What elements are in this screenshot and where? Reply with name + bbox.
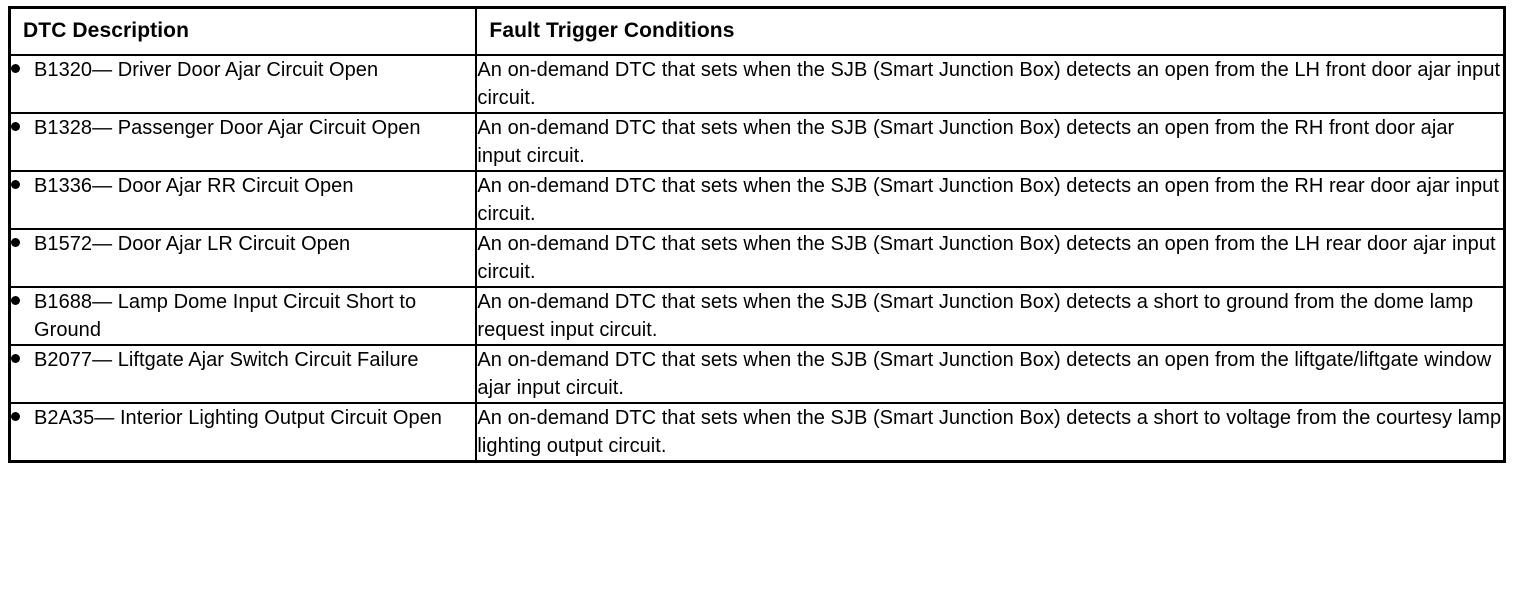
cell-fault-trigger-condition: An on-demand DTC that sets when the SJB …: [476, 171, 1505, 230]
column-header-dtc-description-label: DTC Description: [23, 19, 190, 42]
table-row: B1320— Driver Door Ajar Circuit Open An …: [9, 55, 1505, 114]
column-header-fault-trigger-conditions-label: Fault Trigger Conditions: [489, 19, 735, 42]
cell-dtc-description: B1688— Lamp Dome Input Circuit Short to …: [9, 287, 478, 346]
dtc-description-text: B1688— Lamp Dome Input Circuit Short to …: [34, 291, 417, 341]
table-row: B1572— Door Ajar LR Circuit Open An on-d…: [9, 229, 1505, 288]
fault-trigger-condition-text: An on-demand DTC that sets when the SJB …: [477, 175, 1499, 225]
cell-dtc-description: B2077— Liftgate Ajar Switch Circuit Fail…: [9, 345, 478, 404]
dtc-table: DTC Description Fault Trigger Conditions…: [8, 6, 1506, 463]
fault-trigger-condition-text: An on-demand DTC that sets when the SJB …: [477, 59, 1501, 109]
cell-fault-trigger-condition: An on-demand DTC that sets when the SJB …: [476, 287, 1505, 346]
fault-trigger-condition-text: An on-demand DTC that sets when the SJB …: [477, 349, 1492, 399]
filled-circle-bullet-icon: [11, 354, 20, 363]
dtc-description-text: B2077— Liftgate Ajar Switch Circuit Fail…: [34, 349, 419, 371]
cell-fault-trigger-condition: An on-demand DTC that sets when the SJB …: [476, 229, 1505, 288]
cell-dtc-description: B1328— Passenger Door Ajar Circuit Open: [9, 113, 478, 172]
dtc-description-text: B1336— Door Ajar RR Circuit Open: [34, 175, 354, 197]
table-row: B1336— Door Ajar RR Circuit Open An on-d…: [9, 171, 1505, 230]
cell-dtc-description: B1320— Driver Door Ajar Circuit Open: [9, 55, 478, 114]
dtc-description-text: B1320— Driver Door Ajar Circuit Open: [34, 59, 379, 81]
cell-fault-trigger-condition: An on-demand DTC that sets when the SJB …: [476, 345, 1505, 404]
cell-dtc-description: B1336— Door Ajar RR Circuit Open: [9, 171, 478, 230]
filled-circle-bullet-icon: [11, 412, 20, 421]
table-row: B2A35— Interior Lighting Output Circuit …: [9, 403, 1505, 462]
filled-circle-bullet-icon: [11, 180, 20, 189]
table-row: B1688— Lamp Dome Input Circuit Short to …: [9, 287, 1505, 346]
column-header-fault-trigger-conditions: Fault Trigger Conditions: [476, 7, 1505, 56]
filled-circle-bullet-icon: [11, 238, 20, 247]
cell-dtc-description: B1572— Door Ajar LR Circuit Open: [9, 229, 478, 288]
fault-trigger-condition-text: An on-demand DTC that sets when the SJB …: [477, 407, 1502, 457]
dtc-description-text: B1572— Door Ajar LR Circuit Open: [34, 233, 351, 255]
table-row: B1328— Passenger Door Ajar Circuit Open …: [9, 113, 1505, 172]
table-row: B2077— Liftgate Ajar Switch Circuit Fail…: [9, 345, 1505, 404]
filled-circle-bullet-icon: [11, 64, 20, 73]
cell-fault-trigger-condition: An on-demand DTC that sets when the SJB …: [476, 113, 1505, 172]
fault-trigger-condition-text: An on-demand DTC that sets when the SJB …: [477, 233, 1496, 283]
table-body: B1320— Driver Door Ajar Circuit Open An …: [9, 55, 1505, 462]
cell-dtc-description: B2A35— Interior Lighting Output Circuit …: [9, 403, 478, 462]
table-header: DTC Description Fault Trigger Conditions: [9, 7, 1505, 56]
filled-circle-bullet-icon: [11, 296, 20, 305]
column-header-dtc-description: DTC Description: [9, 7, 478, 56]
dtc-description-text: B1328— Passenger Door Ajar Circuit Open: [34, 117, 421, 139]
filled-circle-bullet-icon: [11, 122, 20, 131]
table-header-row: DTC Description Fault Trigger Conditions: [9, 7, 1505, 56]
cell-fault-trigger-condition: An on-demand DTC that sets when the SJB …: [476, 55, 1505, 114]
cell-fault-trigger-condition: An on-demand DTC that sets when the SJB …: [476, 403, 1504, 462]
fault-trigger-condition-text: An on-demand DTC that sets when the SJB …: [477, 117, 1455, 167]
dtc-description-text: B2A35— Interior Lighting Output Circuit …: [34, 407, 442, 429]
fault-trigger-condition-text: An on-demand DTC that sets when the SJB …: [477, 291, 1474, 341]
